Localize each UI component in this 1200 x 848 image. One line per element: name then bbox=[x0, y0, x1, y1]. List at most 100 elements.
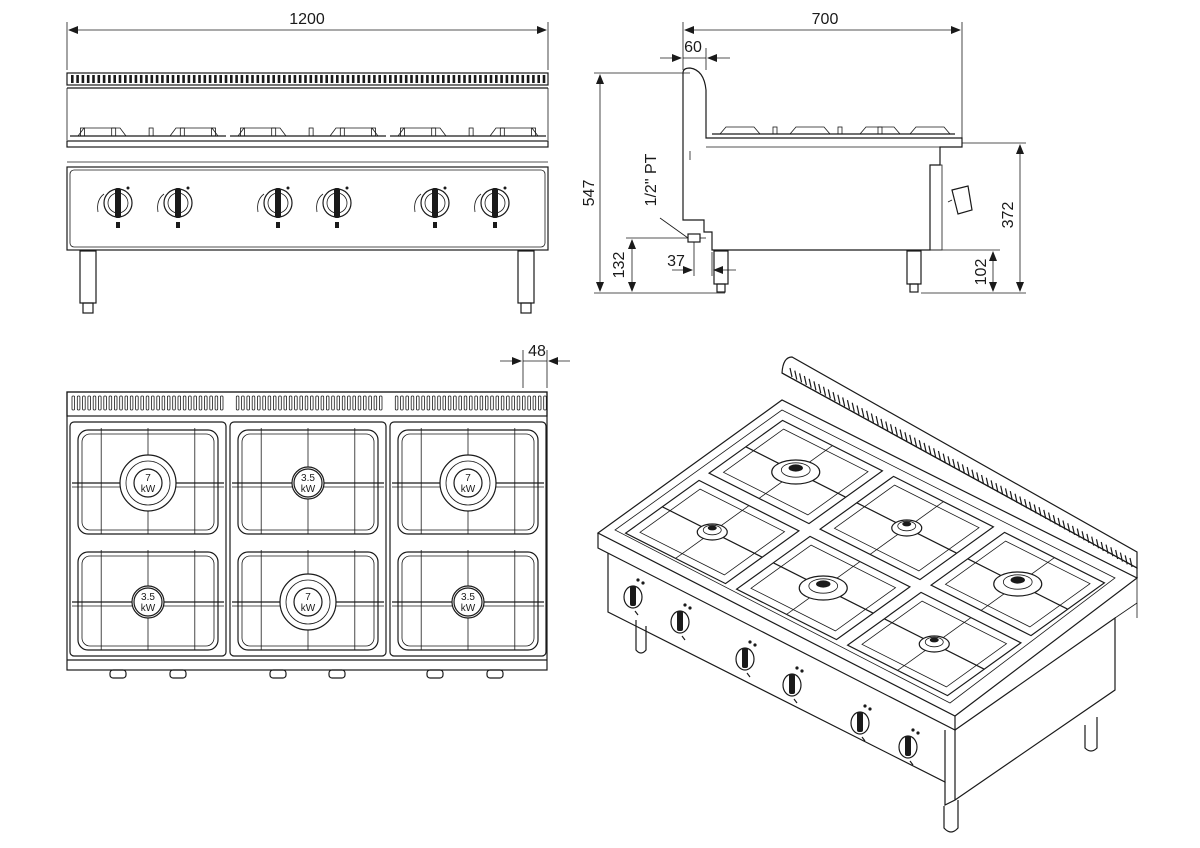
vent-slot bbox=[367, 75, 371, 83]
vent-slot bbox=[261, 75, 265, 83]
vent-slot bbox=[331, 395, 335, 411]
vent-slot bbox=[256, 75, 260, 83]
vent-slot bbox=[500, 395, 505, 411]
vent-slot bbox=[230, 75, 233, 83]
vent-slot bbox=[457, 75, 461, 83]
vent-slot bbox=[437, 395, 441, 411]
body-height-dimension: 372 bbox=[962, 142, 1026, 292]
vent-slot bbox=[161, 75, 164, 83]
vent-slot bbox=[314, 75, 318, 83]
vent-slot bbox=[341, 395, 346, 411]
vent-slot bbox=[177, 75, 180, 83]
vent-slot bbox=[214, 395, 219, 411]
dim-body-height: 372 bbox=[1000, 202, 1017, 229]
vent-slot bbox=[442, 395, 446, 411]
vent-slot bbox=[463, 75, 466, 83]
vent-slot bbox=[315, 395, 319, 411]
vent-slot bbox=[506, 395, 510, 411]
vent-slot bbox=[473, 75, 477, 83]
vent-slot bbox=[267, 75, 270, 83]
vent-slot bbox=[299, 395, 303, 411]
vent-slot bbox=[420, 75, 424, 83]
vent-slot bbox=[245, 75, 249, 83]
vent-slot bbox=[378, 395, 383, 411]
vent-slot bbox=[139, 75, 143, 83]
vent-slot bbox=[421, 395, 425, 411]
vent-slot bbox=[192, 75, 196, 83]
vent-slot bbox=[394, 395, 399, 411]
vent-slot bbox=[71, 75, 74, 83]
vent-slot bbox=[479, 395, 484, 411]
vent-slot bbox=[527, 395, 531, 411]
vent-slot bbox=[161, 395, 166, 411]
dim-total-height: 547 bbox=[581, 180, 598, 207]
vent-slot bbox=[177, 395, 181, 411]
vent-slot bbox=[447, 75, 450, 83]
vent-slot bbox=[341, 75, 344, 83]
vent-slot bbox=[182, 75, 185, 83]
vent-slot bbox=[119, 395, 123, 411]
vent-slot bbox=[278, 395, 282, 411]
vent-slot bbox=[135, 395, 139, 411]
dim-splash: 60 bbox=[684, 39, 702, 56]
burner-power-value: 3.5 bbox=[141, 592, 155, 603]
dim-side-depth: 700 bbox=[812, 11, 839, 28]
dim-connection-height: 132 bbox=[611, 252, 628, 279]
side-view: 700 60 547 bbox=[581, 11, 1026, 294]
vent-slot bbox=[304, 395, 309, 411]
vent-slot bbox=[325, 395, 330, 411]
vent-slot bbox=[76, 75, 79, 83]
control-knob bbox=[670, 603, 692, 641]
vent-slot bbox=[469, 395, 473, 411]
vent-slot bbox=[182, 395, 187, 411]
vent-slot bbox=[267, 395, 272, 411]
vent-slot bbox=[298, 75, 302, 83]
vent-slot bbox=[235, 395, 240, 411]
vent-slot bbox=[484, 75, 487, 83]
vent-slot bbox=[347, 395, 351, 411]
front-width-dimension: 1200 bbox=[66, 11, 549, 70]
vent-slot bbox=[209, 395, 213, 411]
vent-slot bbox=[400, 395, 404, 411]
vent-slot bbox=[140, 395, 144, 411]
vent-slot bbox=[241, 395, 245, 411]
vent-slot bbox=[198, 395, 203, 411]
vent-slot bbox=[235, 75, 238, 83]
vent-slot bbox=[543, 395, 547, 411]
vent-slot bbox=[479, 75, 482, 83]
vent-slot bbox=[92, 395, 97, 411]
vent-slot bbox=[511, 395, 515, 411]
burner-power-value: 7 bbox=[465, 473, 471, 484]
vent-slot bbox=[426, 75, 429, 83]
vent-slot bbox=[538, 395, 542, 411]
vent-slot bbox=[537, 75, 540, 83]
burner-power-unit: kW bbox=[141, 484, 156, 495]
vent-slot bbox=[283, 75, 286, 83]
vent-slot bbox=[368, 395, 372, 411]
vent-slot bbox=[309, 75, 313, 83]
vent-slot bbox=[325, 75, 328, 83]
vent-slot bbox=[458, 395, 462, 411]
vent-slot bbox=[145, 395, 150, 411]
burner-power-unit: kW bbox=[141, 603, 156, 614]
vent-slot bbox=[92, 75, 95, 83]
vent-slot bbox=[188, 395, 192, 411]
vent-slot bbox=[474, 395, 478, 411]
vent-slot bbox=[484, 395, 489, 411]
vent-slot bbox=[336, 75, 339, 83]
dim-leg-height: 102 bbox=[973, 259, 990, 286]
splash-dimension: 60 bbox=[660, 39, 730, 70]
vent-slot bbox=[124, 75, 127, 83]
overhang-dimension: 48 bbox=[500, 343, 570, 388]
dim-front-width: 1200 bbox=[289, 11, 325, 28]
vent-slot bbox=[516, 75, 519, 83]
vent-slot bbox=[410, 75, 413, 83]
vent-slot bbox=[521, 75, 525, 83]
vent-slot bbox=[336, 395, 340, 411]
control-knob bbox=[97, 186, 133, 228]
control-knob bbox=[623, 578, 645, 616]
vent-slot bbox=[394, 75, 397, 83]
front-view: 1200 bbox=[66, 11, 549, 314]
vent-slot bbox=[489, 75, 493, 83]
vent-slot bbox=[219, 75, 222, 83]
